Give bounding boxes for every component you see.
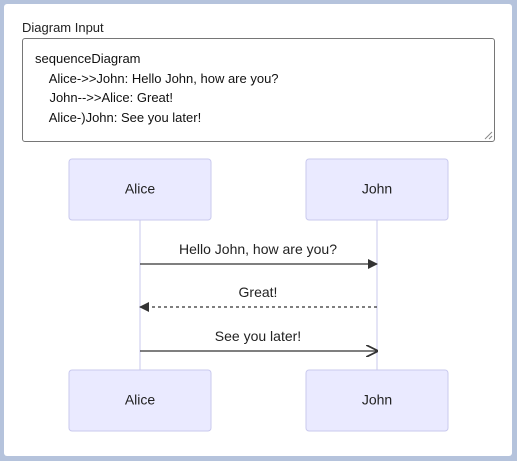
actor-box-john-bottom (305, 369, 449, 432)
actor-label-alice-top: Alice (125, 181, 156, 197)
actor-box-john-top (305, 158, 449, 221)
diagram-input-label: Diagram Input (22, 20, 104, 35)
code-line-3: John-->>Alice: Great! (35, 90, 174, 105)
code-line-1: sequenceDiagram (35, 51, 141, 66)
message-label-2: Great! (239, 284, 278, 300)
message-label-3: See you later! (215, 328, 301, 344)
sequence-diagram: Alice John Hello John, how are you? Grea… (68, 158, 449, 432)
actor-label-alice-bottom: Alice (125, 392, 156, 408)
diagram-input-text[interactable]: sequenceDiagram Alice->>John: Hello John… (23, 39, 494, 127)
resize-grip-icon[interactable] (484, 131, 493, 140)
diagram-panel: Diagram Input sequenceDiagram Alice->>Jo… (4, 4, 512, 456)
actor-box-alice-bottom (68, 369, 212, 432)
actor-label-john-top: John (362, 181, 392, 197)
code-line-2: Alice->>John: Hello John, how are you? (35, 70, 279, 86)
message-label-1: Hello John, how are you? (179, 241, 337, 257)
code-line-4: Alice-)John: See you later! (35, 109, 202, 125)
actor-box-alice-top (68, 158, 212, 221)
actor-label-john-bottom: John (362, 392, 392, 408)
diagram-input-textarea[interactable]: sequenceDiagram Alice->>John: Hello John… (22, 38, 495, 142)
